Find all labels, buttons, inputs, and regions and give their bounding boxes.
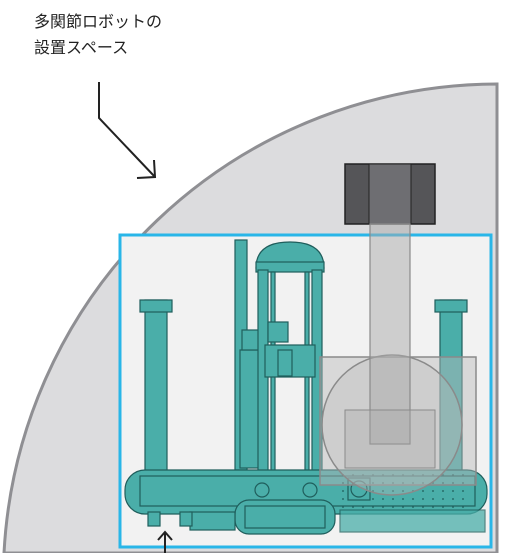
label-line-2: 設置スペース xyxy=(34,38,129,57)
callout-arrow xyxy=(98,82,157,179)
robot-reach-overlay xyxy=(319,223,477,496)
robot-base xyxy=(344,163,436,225)
machine-drawing xyxy=(124,239,488,535)
label-line-1: 多関節ロボットの xyxy=(34,12,163,31)
bottom-arrow xyxy=(157,530,173,553)
installation-space-label: 多関節ロボットの 設置スペース xyxy=(34,9,162,61)
